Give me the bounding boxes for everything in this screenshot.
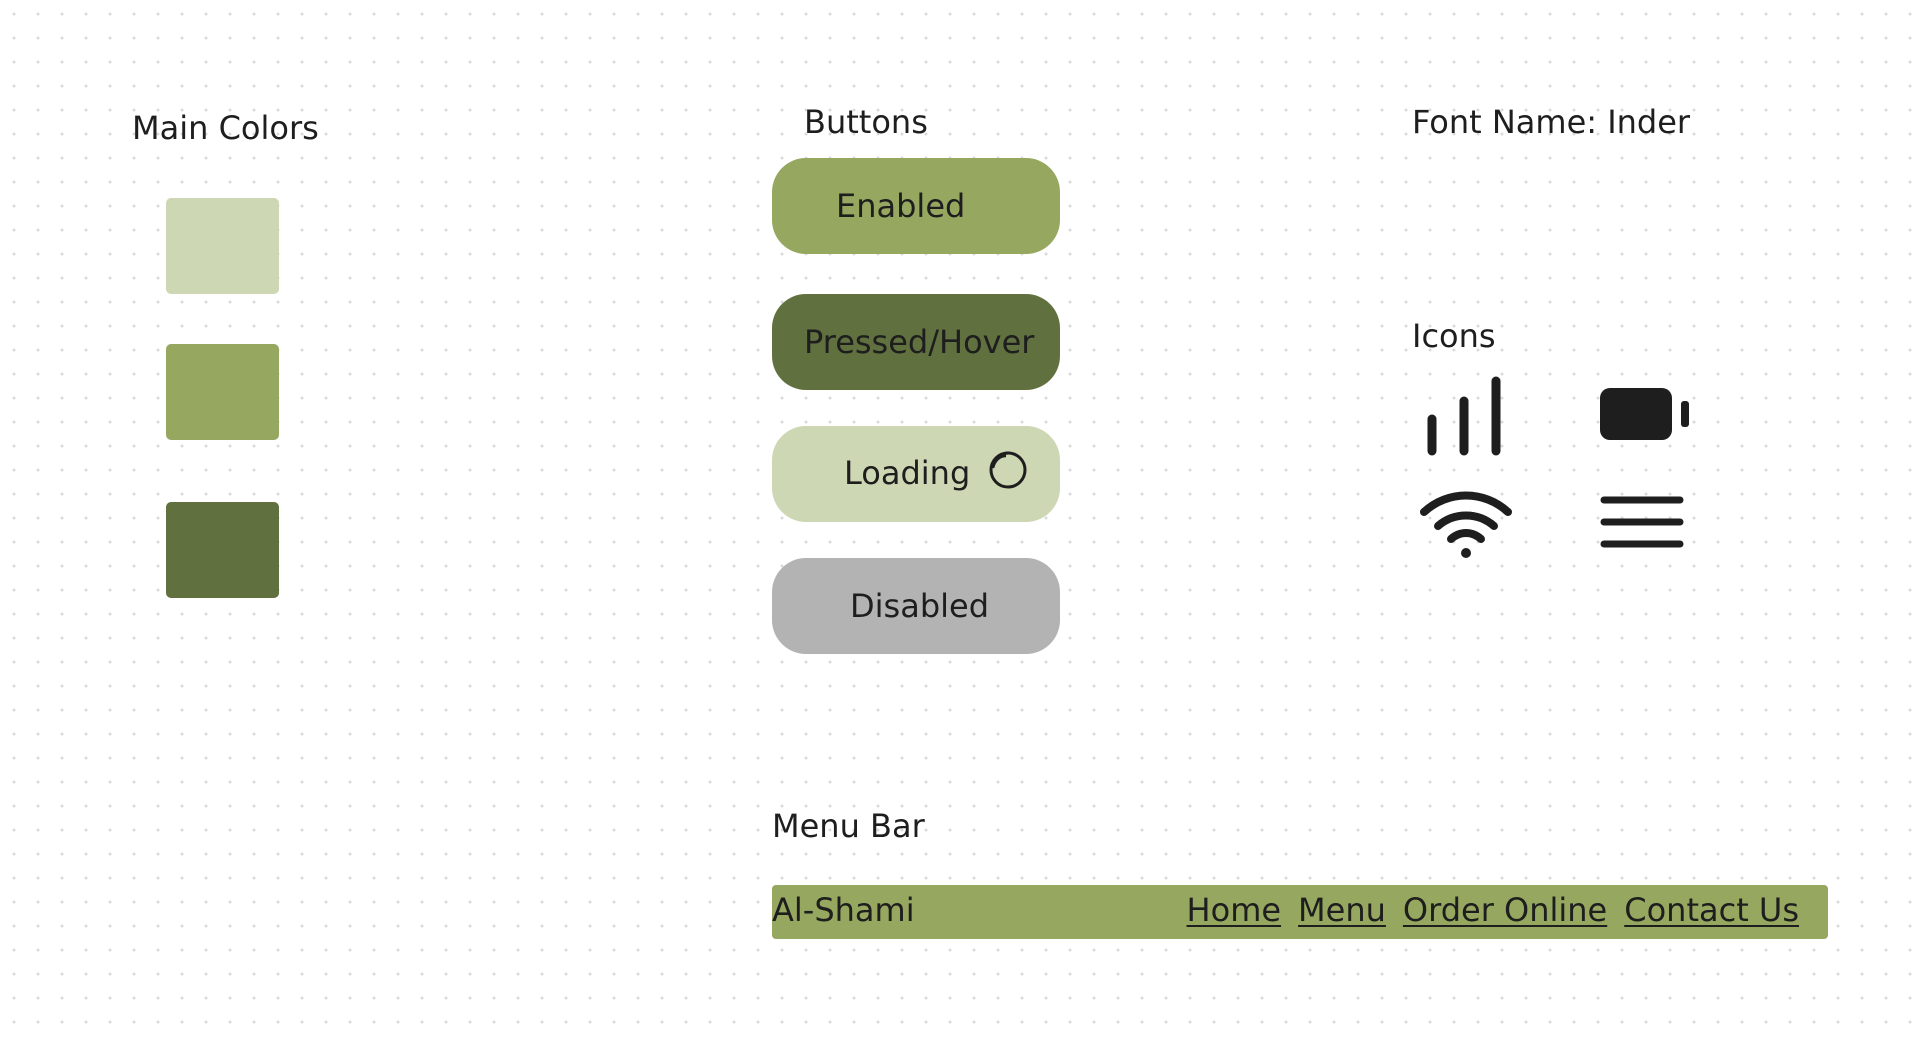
menu-bar-title: Menu Bar (772, 807, 925, 845)
menu-link-home[interactable]: Home (1186, 891, 1282, 929)
loading-spinner-icon (989, 451, 1027, 489)
color-swatch-medium (166, 344, 279, 440)
menu-bar-brand: Al-Shami (772, 891, 915, 929)
loading-button[interactable]: Loading (772, 426, 1060, 522)
disabled-button-label: Disabled (850, 587, 990, 625)
buttons-title: Buttons (804, 103, 928, 141)
font-name-title: Font Name: Inder (1412, 103, 1691, 141)
menu-bar-links: Home Menu Order Online Contact Us (1187, 890, 1799, 930)
menu-bar: Al-Shami Home Menu Order Online Contact … (772, 885, 1828, 939)
main-colors-title: Main Colors (132, 109, 319, 147)
wifi-icon (1420, 491, 1512, 558)
enabled-button[interactable]: Enabled (772, 158, 1060, 254)
enabled-button-label: Enabled (836, 187, 966, 225)
disabled-button[interactable]: Disabled (772, 558, 1060, 654)
icons-title: Icons (1412, 317, 1496, 355)
menu-link-menu[interactable]: Menu (1298, 891, 1386, 929)
menu-link-order-online[interactable]: Order Online (1402, 891, 1608, 929)
hamburger-menu-icon[interactable] (1598, 492, 1688, 554)
color-swatch-light (166, 198, 279, 294)
pressed-hover-button-label: Pressed/Hover (804, 323, 1035, 361)
color-swatch-dark (166, 502, 279, 598)
pressed-hover-button[interactable]: Pressed/Hover (772, 294, 1060, 390)
battery-icon (1600, 388, 1689, 440)
signal-bars-icon (1427, 376, 1501, 456)
loading-button-label: Loading (844, 454, 971, 492)
menu-link-contact-us[interactable]: Contact Us (1624, 891, 1799, 929)
